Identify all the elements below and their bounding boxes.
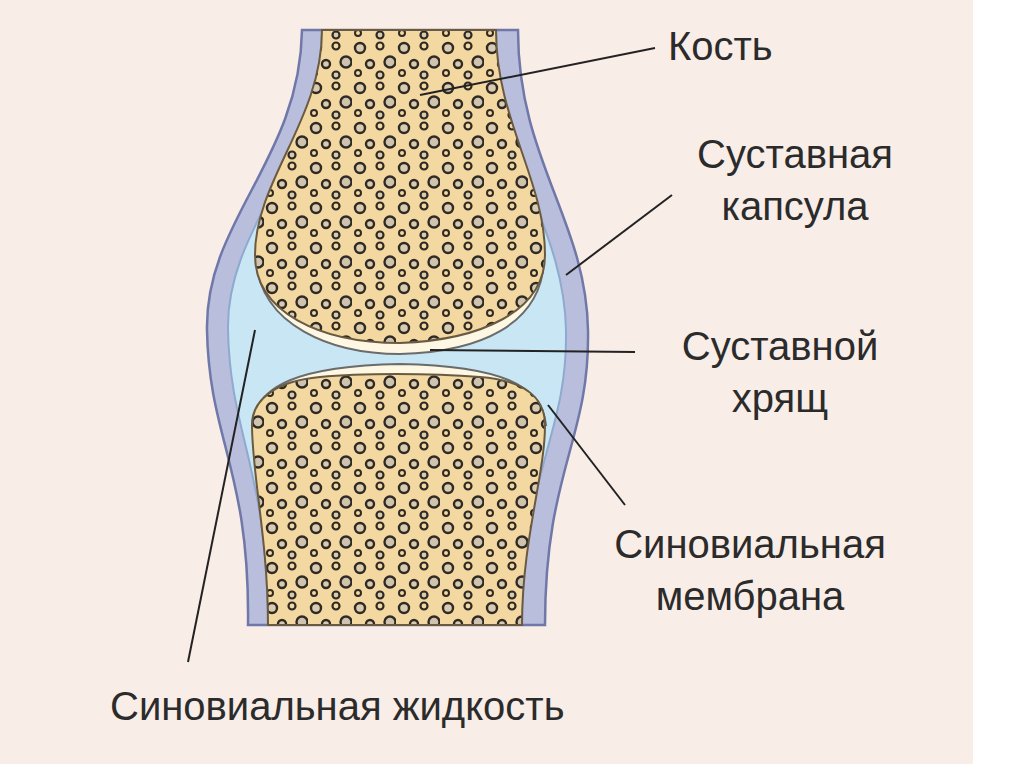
cartilage-label: Суставной хрящ bbox=[640, 320, 920, 424]
fluid-label: Синовиальная жидкость bbox=[110, 680, 670, 732]
leader-lines bbox=[188, 48, 672, 662]
background-stripe bbox=[973, 0, 1015, 764]
capsule-label: Суставная капсула bbox=[655, 128, 935, 232]
membrane-label: Синовиальная мембрана bbox=[580, 518, 920, 622]
bone-label: Кость bbox=[668, 20, 828, 72]
